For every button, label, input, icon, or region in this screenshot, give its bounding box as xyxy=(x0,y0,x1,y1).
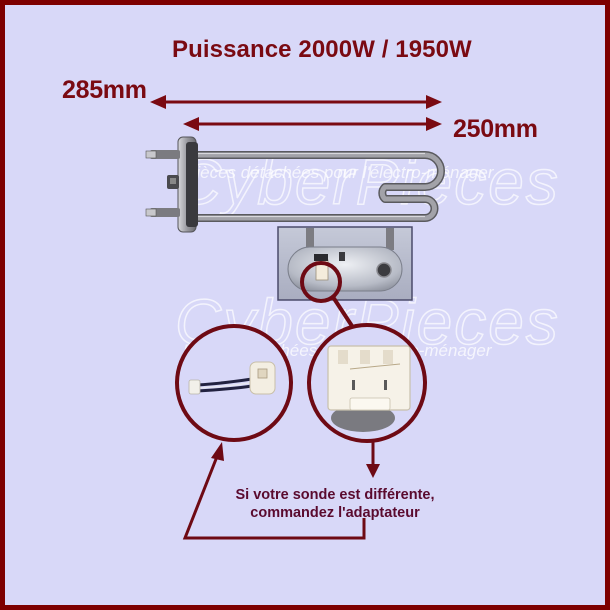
dimension-arrow-285 xyxy=(150,95,442,109)
dimension-arrow-250 xyxy=(183,117,442,131)
adapter-cable-photo xyxy=(175,324,293,442)
probe-connector-photo xyxy=(307,323,427,443)
flange-closeup-photo xyxy=(277,226,413,301)
power-rating-title: Puissance 2000W / 1950W xyxy=(172,36,472,63)
arrow-note-to-adapter xyxy=(182,442,366,540)
magnifier-connector-line xyxy=(331,295,354,328)
arrow-to-note xyxy=(366,441,380,478)
heating-element-photo xyxy=(145,136,445,233)
dimension-label-immersed: 250mm xyxy=(453,115,538,143)
adapter-note-line-2: commandez l'adaptateur xyxy=(250,505,420,521)
magnifier-small-circle xyxy=(300,261,342,303)
adapter-note: Si votre sonde est différente, commandez… xyxy=(205,486,465,522)
dimension-label-total: 285mm xyxy=(62,76,147,104)
adapter-note-line-1: Si votre sonde est différente, xyxy=(235,487,435,503)
